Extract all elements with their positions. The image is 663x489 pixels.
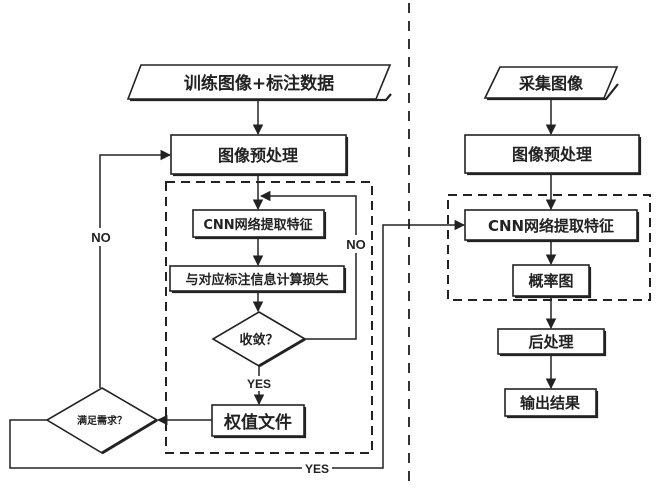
no-outer-label: NO [91,230,111,245]
arrow-requirement-no-loop [99,149,172,388]
training-preprocess-label: 图像预处理 [218,146,298,165]
training-loss-node: 与对应标注信息计算损失 [169,265,347,294]
arrow-requirement-yes-to-inference [9,219,466,469]
inference-cnn-label: CNN网络提取特征 [488,217,614,235]
training-input-node: 训练图像+标注数据 [126,64,392,102]
inference-input-label: 采集图像 [518,74,584,93]
postprocess-label: 后处理 [528,333,573,351]
postprocess-node: 后处理 [497,328,607,357]
yes-converge-label: YES [247,377,271,391]
requirement-decision-node: 满足需求？ [45,387,159,455]
training-cnn-node: CNN网络提取特征 [192,209,327,240]
requirement-label: 满足需求？ [77,414,127,427]
training-input-label: 训练图像+标注数据 [184,73,334,94]
inference-input-node: 采集图像 [483,66,619,101]
output-result-label: 输出结果 [520,394,581,412]
inference-cnn-node: CNN网络提取特征 [464,209,640,243]
yes-bottom-label: YES [305,462,329,476]
weights-file-node: 权值文件 [211,404,307,439]
inference-preprocess-label: 图像预处理 [512,145,592,164]
training-network-group [165,181,373,454]
no-inner-label: NO [346,237,366,252]
weights-file-label: 权值文件 [223,412,292,433]
training-preprocess-node: 图像预处理 [170,134,349,177]
training-loss-label: 与对应标注信息计算损失 [185,272,329,288]
inference-network-group [447,194,651,301]
inference-preprocess-node: 图像预处理 [464,134,642,176]
output-result-node: 输出结果 [504,388,599,419]
probability-map-node: 概率图 [512,264,592,299]
converge-decision-node: 收敛？ [211,311,307,368]
training-cnn-label: CNN网络提取特征 [203,217,312,233]
arrow-converge-no-loop [259,190,357,340]
converge-label: 收敛？ [239,332,278,348]
probability-map-label: 概率图 [528,272,573,290]
